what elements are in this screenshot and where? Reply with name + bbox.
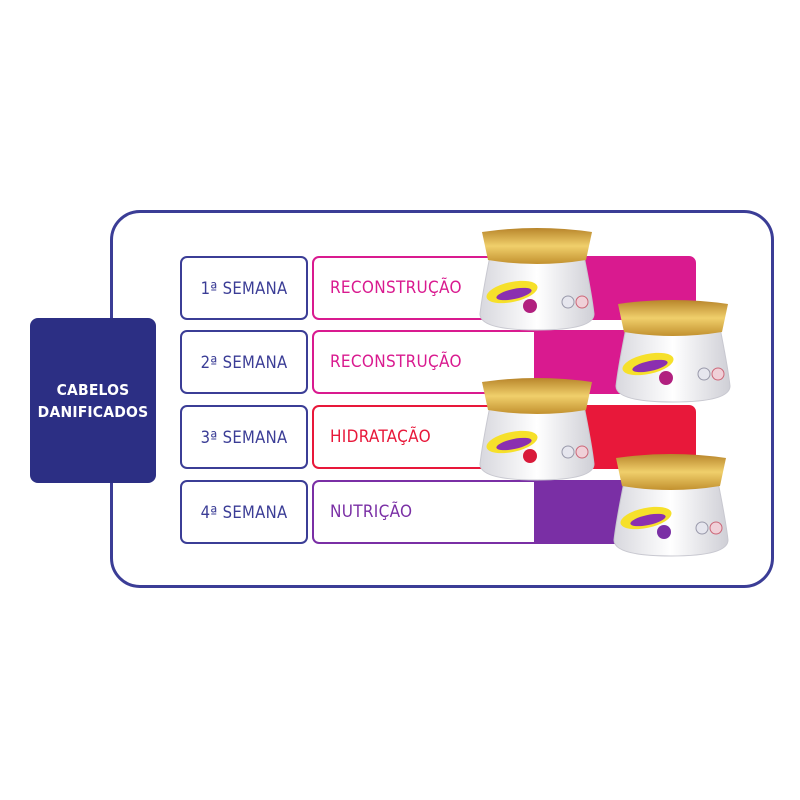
week-2-label: 2ª SEMANA bbox=[180, 330, 308, 394]
week-3-label: 3ª SEMANA bbox=[180, 405, 308, 469]
week-4-label: 4ª SEMANA bbox=[180, 480, 308, 544]
hair-type-line-2: DANIFICADOS bbox=[37, 402, 149, 421]
hair-type-label: CABELOS DANIFICADOS bbox=[30, 318, 156, 483]
cream-jar-icon bbox=[613, 454, 729, 557]
week-2-treatment-label: RECONSTRUÇÃO bbox=[330, 352, 462, 372]
week-1-label: 1ª SEMANA bbox=[180, 256, 308, 320]
hair-type-line-1: CABELOS bbox=[56, 380, 130, 399]
week-3-treatment-label: HIDRATAÇÃO bbox=[330, 427, 431, 447]
cream-jar-icon bbox=[615, 300, 731, 403]
week-4-treatment-label: NUTRIÇÃO bbox=[330, 502, 413, 522]
cream-jar-icon bbox=[479, 378, 595, 481]
cream-jar-icon bbox=[479, 228, 595, 331]
week-1-treatment-label: RECONSTRUÇÃO bbox=[330, 278, 462, 298]
